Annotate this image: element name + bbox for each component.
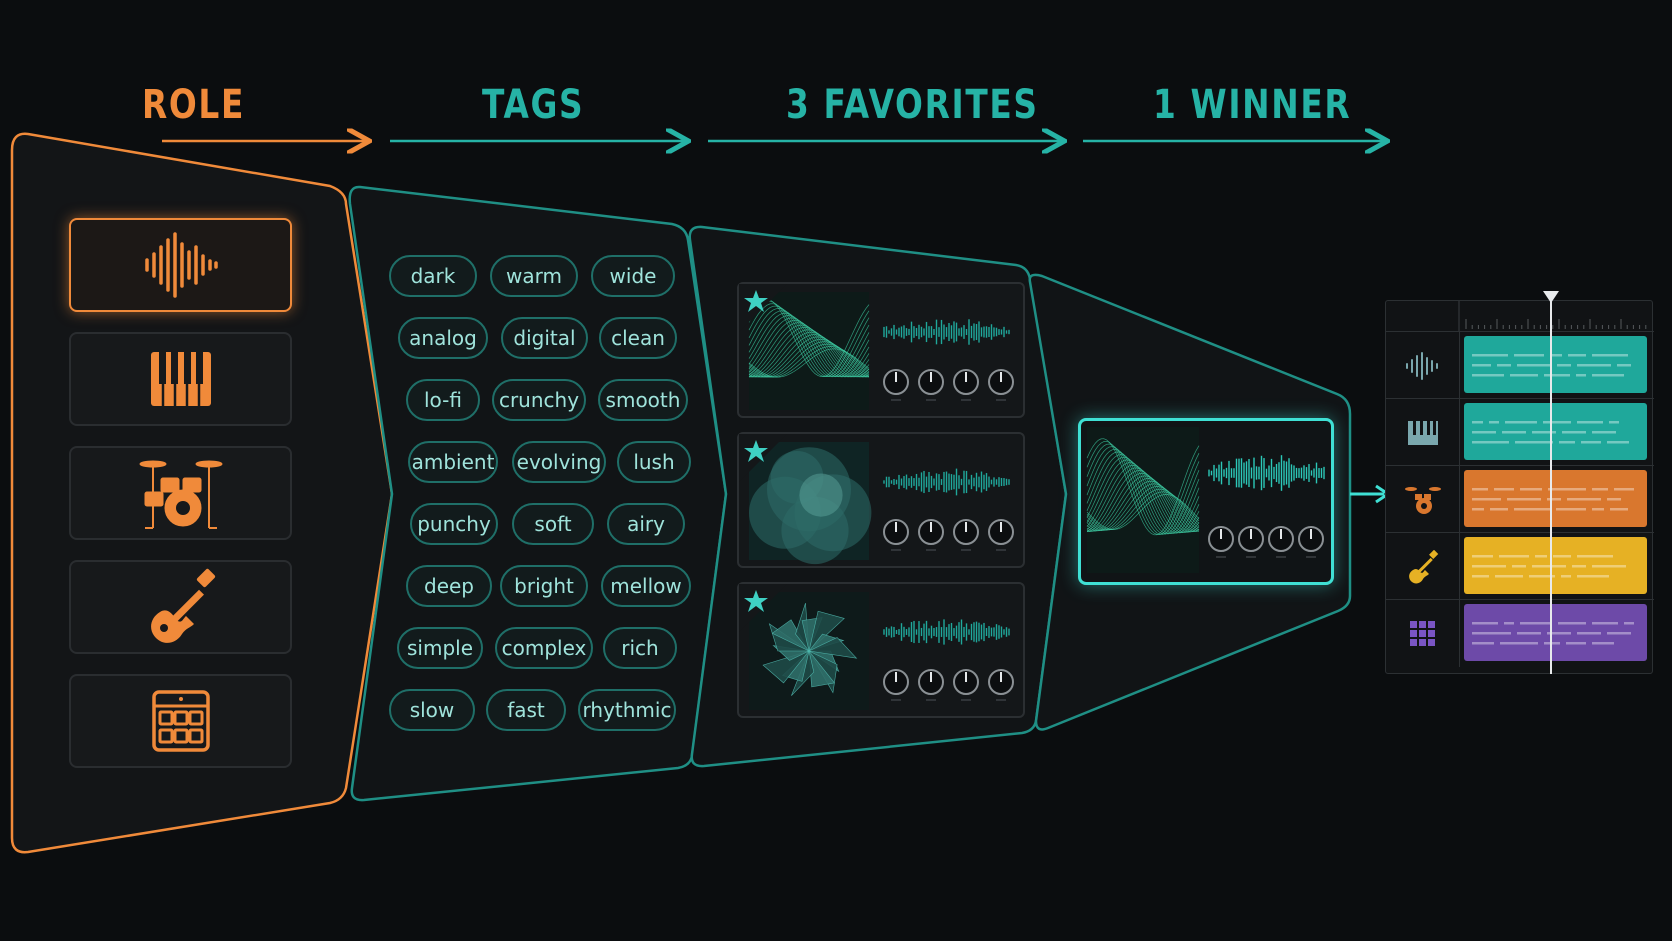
daw-clip[interactable] [1464, 403, 1647, 460]
tag-chip[interactable]: ambient [408, 441, 498, 483]
daw-track[interactable] [1386, 398, 1654, 466]
tag-chip[interactable]: fast [486, 689, 566, 731]
favorite-thumbnail [749, 442, 872, 565]
drum-kit-icon [1386, 466, 1460, 533]
tag-chip[interactable]: warm [490, 255, 578, 297]
favorite-thumbnail [748, 292, 870, 410]
guitar-icon [150, 568, 215, 643]
tag-chip[interactable]: complex [495, 627, 593, 669]
waveform-icon [144, 232, 218, 298]
daw-ruler [1458, 301, 1647, 331]
tag-chip[interactable]: punchy [410, 503, 498, 545]
tag-chip[interactable]: lo-fi [406, 379, 480, 421]
tag-chip[interactable]: clean [599, 317, 677, 359]
tag-chip[interactable]: slow [389, 689, 475, 731]
role-button-waveform[interactable] [69, 218, 292, 312]
favorite-knobs [883, 369, 1014, 401]
tag-chip[interactable]: smooth [598, 379, 688, 421]
favorite-thumbnail [749, 592, 869, 710]
favorite-knobs [883, 519, 1014, 551]
tag-chip[interactable]: rhythmic [578, 689, 676, 731]
tag-chip[interactable]: wide [591, 255, 675, 297]
daw-track[interactable] [1386, 331, 1654, 399]
daw-track[interactable] [1386, 599, 1654, 667]
stage-title-winner: 1 WINNER [1153, 82, 1352, 128]
favorite-card[interactable] [737, 582, 1025, 718]
daw-clip[interactable] [1464, 537, 1647, 594]
tag-chip[interactable]: soft [512, 503, 594, 545]
star-icon[interactable] [739, 284, 787, 332]
tag-chip[interactable]: evolving [512, 441, 606, 483]
drum-pad-icon [1386, 600, 1460, 667]
tag-chip[interactable]: bright [500, 565, 588, 607]
stage-title-role: ROLE [142, 82, 246, 128]
guitar-icon [1386, 533, 1460, 600]
favorite-card[interactable] [737, 282, 1025, 418]
role-button-drums[interactable] [69, 446, 292, 540]
playhead[interactable] [1550, 291, 1552, 674]
role-button-pads[interactable] [69, 674, 292, 768]
waveform-icon [1386, 332, 1460, 399]
winner-preview [1086, 427, 1325, 573]
star-icon[interactable] [739, 434, 787, 482]
tag-chip[interactable]: dark [389, 255, 477, 297]
tag-chip[interactable]: crunchy [492, 379, 586, 421]
daw-arrangement[interactable] [1385, 291, 1654, 674]
daw-clip[interactable] [1464, 470, 1647, 527]
favorite-waveform [883, 619, 1010, 645]
star-icon[interactable] [739, 584, 787, 632]
daw-track[interactable] [1386, 532, 1654, 600]
piano-keys-icon [150, 352, 211, 406]
tag-chip[interactable]: deep [406, 565, 492, 607]
role-button-guitar[interactable] [69, 560, 292, 654]
tag-chip[interactable]: analog [398, 317, 488, 359]
stage-title-favorites: 3 FAVORITES [786, 82, 1039, 128]
tag-chip[interactable]: lush [617, 441, 691, 483]
tag-chip[interactable]: mellow [601, 565, 691, 607]
tags-panel [348, 185, 728, 802]
daw-track[interactable] [1386, 465, 1654, 533]
favorite-preview [739, 434, 1014, 565]
favorite-card[interactable] [737, 432, 1025, 568]
favorite-preview [739, 284, 1014, 410]
favorite-preview [739, 584, 1014, 710]
stage-title-tags: TAGS [482, 82, 585, 128]
favorite-waveform [883, 319, 1010, 345]
winner-card[interactable] [1078, 418, 1334, 585]
tag-chip[interactable]: airy [607, 503, 685, 545]
tag-chip[interactable]: digital [501, 317, 588, 359]
role-button-piano[interactable] [69, 332, 292, 426]
favorite-knobs [883, 669, 1014, 701]
drum-pad-icon [151, 690, 210, 752]
daw-clip[interactable] [1464, 604, 1647, 661]
piano-keys-icon [1386, 399, 1460, 466]
favorite-waveform [883, 468, 1010, 496]
tag-chip[interactable]: rich [603, 627, 677, 669]
drum-kit-icon [139, 460, 222, 529]
tag-chip[interactable]: simple [397, 627, 483, 669]
playhead-marker[interactable] [1543, 291, 1559, 303]
daw-clip[interactable] [1464, 336, 1647, 393]
